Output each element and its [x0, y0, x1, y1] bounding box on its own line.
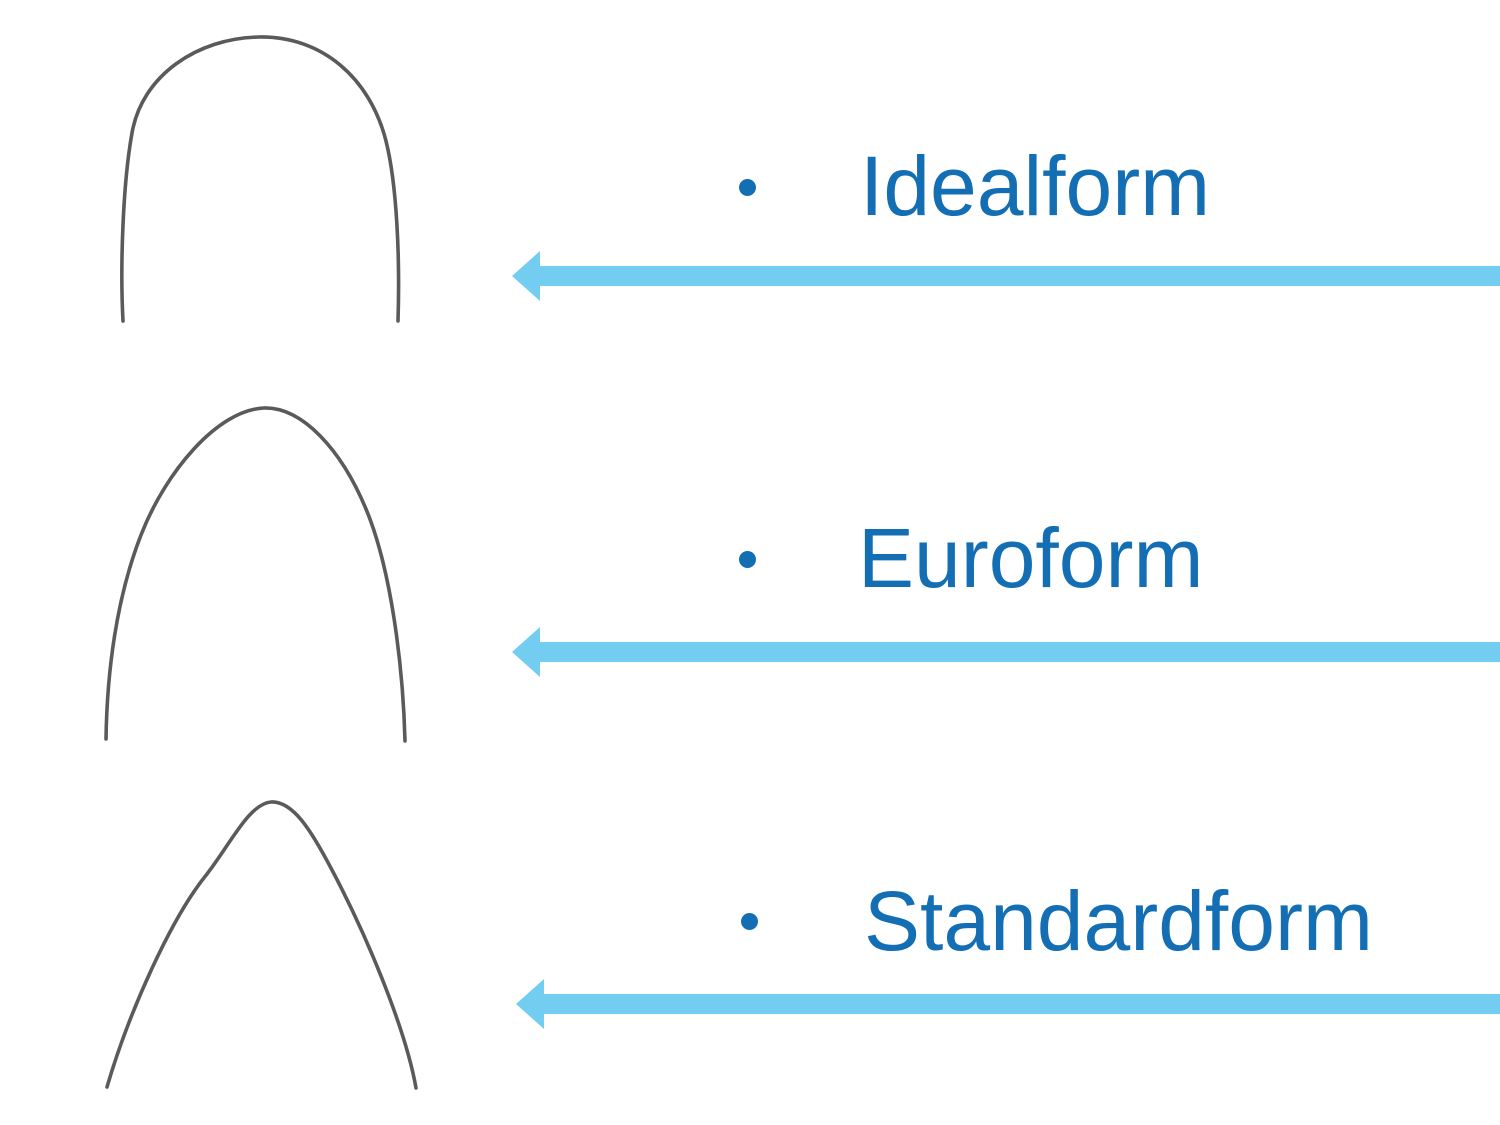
bullet-icon: [739, 179, 756, 196]
left-arrow-icon: [512, 627, 1500, 677]
archform-label-standardform: Standardform: [864, 874, 1373, 968]
left-arrow-icon: [516, 979, 1500, 1029]
euroform-archwire-image: [104, 406, 407, 743]
bullet-icon: [739, 551, 756, 568]
bullet-icon: [741, 913, 758, 930]
archform-label-euroform: Euroform: [858, 511, 1204, 605]
left-arrow-icon: [512, 251, 1500, 301]
standardform-archwire-image: [105, 800, 418, 1090]
archform-label-idealform: Idealform: [860, 139, 1211, 233]
idealform-archwire-image: [120, 35, 401, 323]
